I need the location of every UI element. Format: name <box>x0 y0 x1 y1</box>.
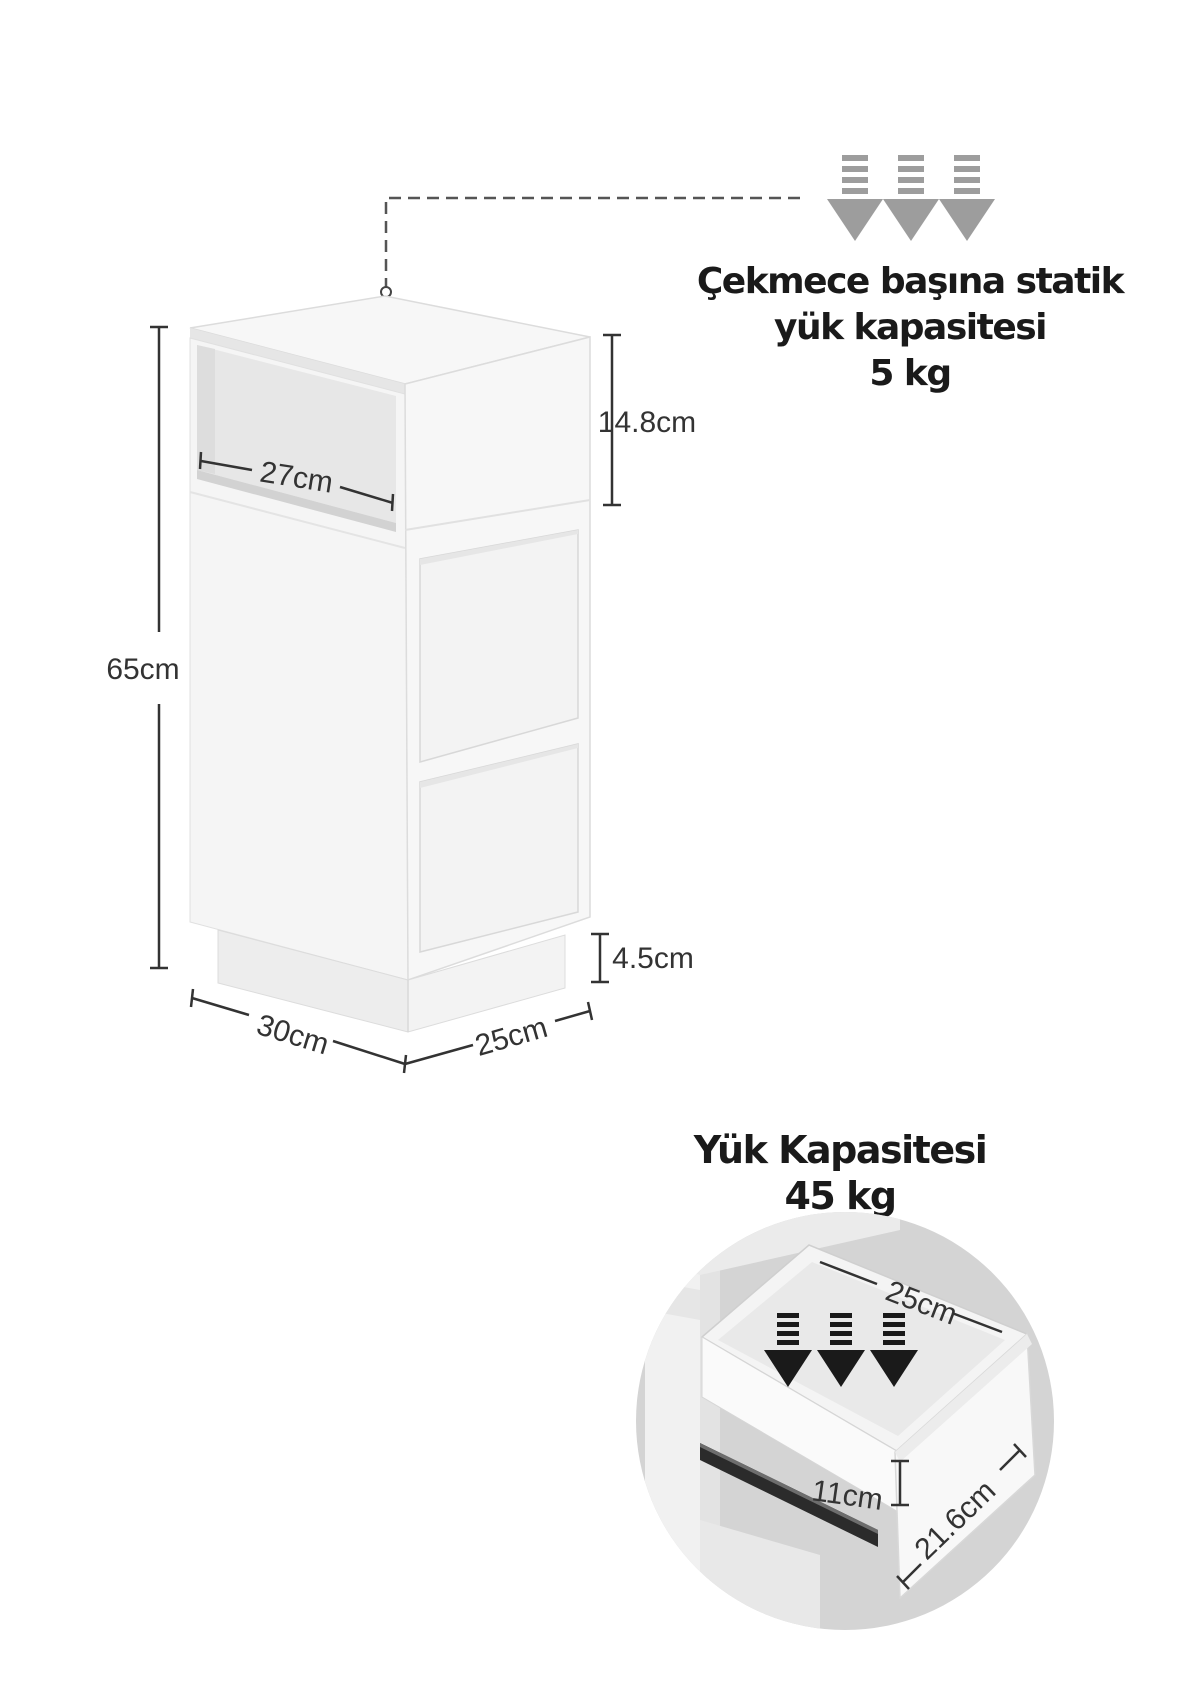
callout-drawer-capacity-line2: yük kapasitesi <box>774 307 1046 348</box>
drawer-detail-inset <box>636 1212 1054 1630</box>
dimension-shelf-height <box>603 333 621 507</box>
callout-total-capacity-title: Yük Kapasitesi <box>693 1128 986 1172</box>
cabinet <box>189 295 591 1033</box>
dimension-shelf-height-label: 14.8cm <box>598 406 696 439</box>
dimension-drawer-height <box>891 1459 909 1507</box>
callout-drawer-capacity-line1: Çekmece başına statik <box>697 261 1126 302</box>
dimension-depth <box>404 1001 594 1066</box>
dimension-width <box>189 988 408 1074</box>
dimension-plinth-height-label: 4.5cm <box>612 942 694 975</box>
dimension-plinth-height <box>591 932 609 984</box>
dimension-drawer-depth <box>819 1260 1003 1334</box>
dimension-depth-label: 25cm <box>472 1011 552 1063</box>
callout-drawer-capacity-value: 5 kg <box>869 353 950 394</box>
dimension-height-label: 65cm <box>106 653 179 686</box>
dimension-height <box>150 325 168 970</box>
dimension-width-label: 30cm <box>253 1008 333 1061</box>
dimension-drawer-front <box>896 1443 1027 1590</box>
dimension-shelf-width <box>198 451 395 512</box>
down-arrow-icon <box>827 155 883 241</box>
callout-total-capacity-value: 45 kg <box>784 1174 895 1218</box>
down-arrow-icon <box>939 155 995 241</box>
down-arrow-icon <box>883 155 939 241</box>
